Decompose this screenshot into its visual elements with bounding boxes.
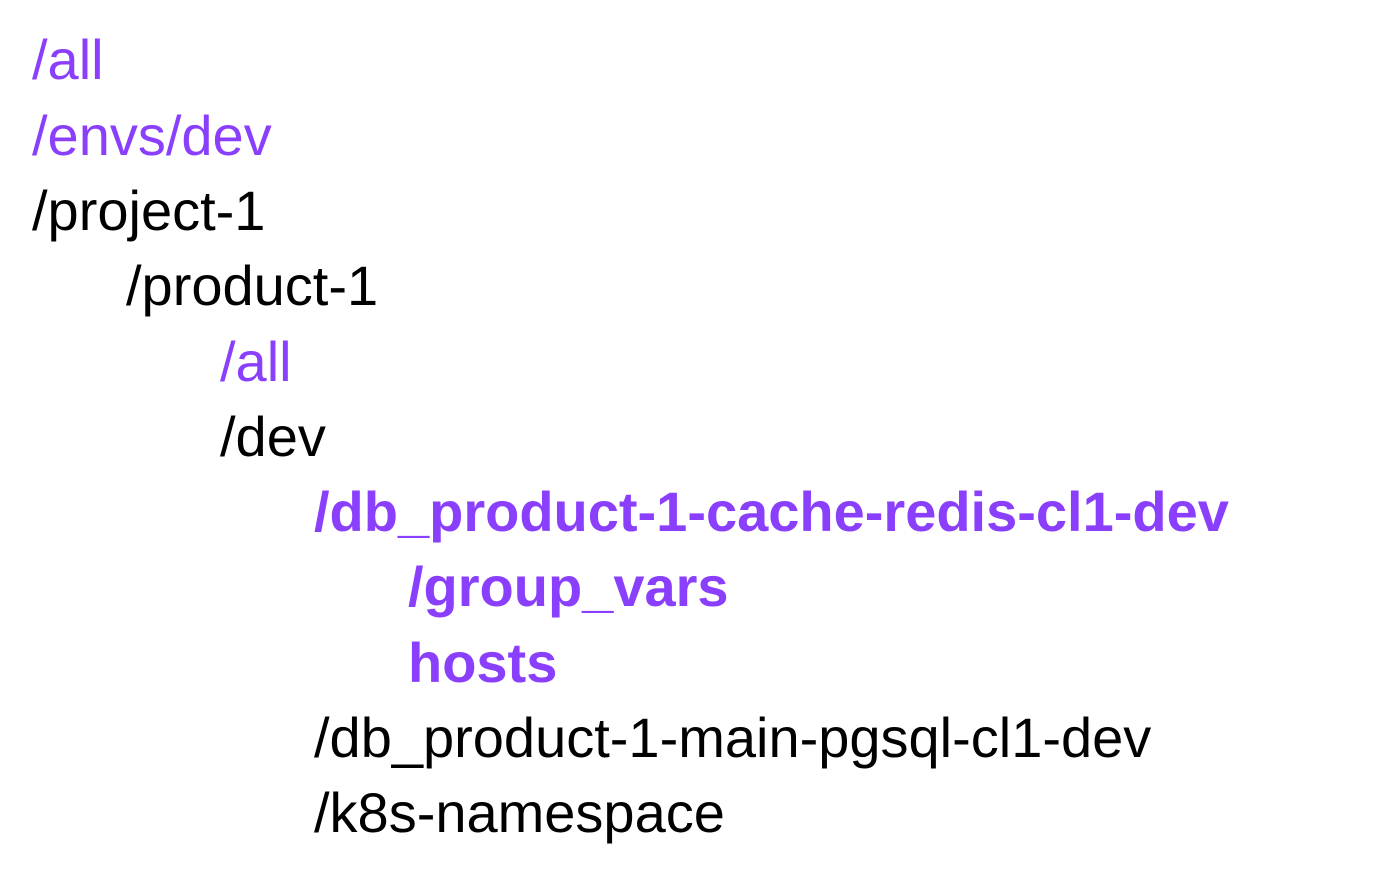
- tree-node-product-all: /all: [220, 330, 292, 393]
- tree-node-redis-cache: /db_product-1-cache-redis-cl1-dev: [314, 480, 1229, 543]
- tree-node-dev: /dev: [220, 405, 326, 468]
- tree-node-project-1: /project-1: [32, 179, 266, 242]
- tree-node-hosts: hosts: [408, 631, 558, 694]
- tree-node-pgsql-main: /db_product-1-main-pgsql-cl1-dev: [314, 706, 1152, 769]
- tree-node-all-root: /all: [32, 28, 104, 91]
- tree-node-envs-dev: /envs/dev: [32, 104, 272, 167]
- tree-node-k8s-namespace: /k8s-namespace: [314, 781, 725, 844]
- tree-node-product-1: /product-1: [126, 254, 379, 317]
- tree-node-group-vars: /group_vars: [408, 555, 729, 618]
